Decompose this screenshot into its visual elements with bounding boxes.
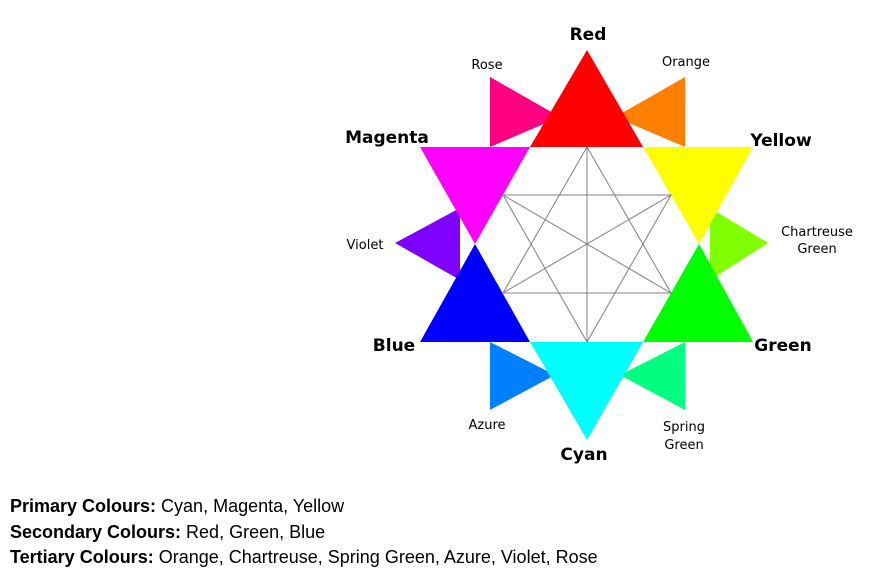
blue-triangle bbox=[420, 244, 530, 342]
label-green: Green bbox=[754, 336, 812, 356]
legend-tertiary-text: Orange, Chartreuse, Spring Green, Azure,… bbox=[153, 547, 598, 567]
green-triangle bbox=[643, 244, 753, 342]
legend-secondary-title: Secondary Colours: bbox=[10, 521, 182, 542]
label-magenta: Magenta bbox=[345, 128, 429, 148]
legend-tertiary: Tertiary Colours: Orange, Chartreuse, Sp… bbox=[10, 545, 598, 571]
chartreuse-triangle bbox=[710, 208, 768, 280]
orange-triangle bbox=[615, 77, 685, 147]
red-triangle bbox=[530, 50, 643, 147]
label-azure: Azure bbox=[468, 418, 505, 433]
rose-triangle bbox=[490, 77, 560, 147]
label-orange: Orange bbox=[662, 55, 710, 70]
label-blue: Blue bbox=[373, 336, 415, 356]
legend-secondary: Secondary Colours: Red, Green, Blue bbox=[10, 520, 598, 546]
label-chartreuse-line1: Chartreuse bbox=[781, 225, 853, 240]
label-yellow: Yellow bbox=[749, 131, 812, 151]
legend-secondary-text: Red, Green, Blue bbox=[181, 521, 326, 542]
legend-primary: Primary Colours: Cyan, Magenta, Yellow bbox=[10, 494, 598, 520]
center-lines bbox=[502, 145, 672, 344]
label-spring-green-line1: Spring bbox=[663, 420, 705, 435]
legend-tertiary-title: Tertiary Colours: bbox=[10, 547, 154, 567]
label-spring-green-line2: Green bbox=[664, 438, 703, 453]
label-violet: Violet bbox=[347, 238, 384, 253]
spring-green-triangle bbox=[620, 342, 685, 410]
legend-primary-title: Primary Colours: bbox=[10, 496, 157, 516]
yellow-triangle bbox=[643, 147, 753, 244]
label-chartreuse-line2: Green bbox=[797, 242, 836, 257]
label-red: Red bbox=[570, 25, 607, 45]
legend-primary-text: Cyan, Magenta, Yellow bbox=[156, 496, 345, 516]
label-rose: Rose bbox=[471, 58, 502, 73]
azure-triangle bbox=[490, 342, 555, 410]
colour-wheel-diagram: Red Rose Orange Magenta Yellow Violet Ch… bbox=[345, 25, 853, 465]
violet-triangle bbox=[395, 208, 460, 280]
magenta-triangle bbox=[420, 147, 530, 244]
label-cyan: Cyan bbox=[560, 445, 607, 465]
cyan-triangle bbox=[530, 342, 643, 440]
colour-legend: Primary Colours: Cyan, Magenta, Yellow S… bbox=[10, 494, 598, 571]
